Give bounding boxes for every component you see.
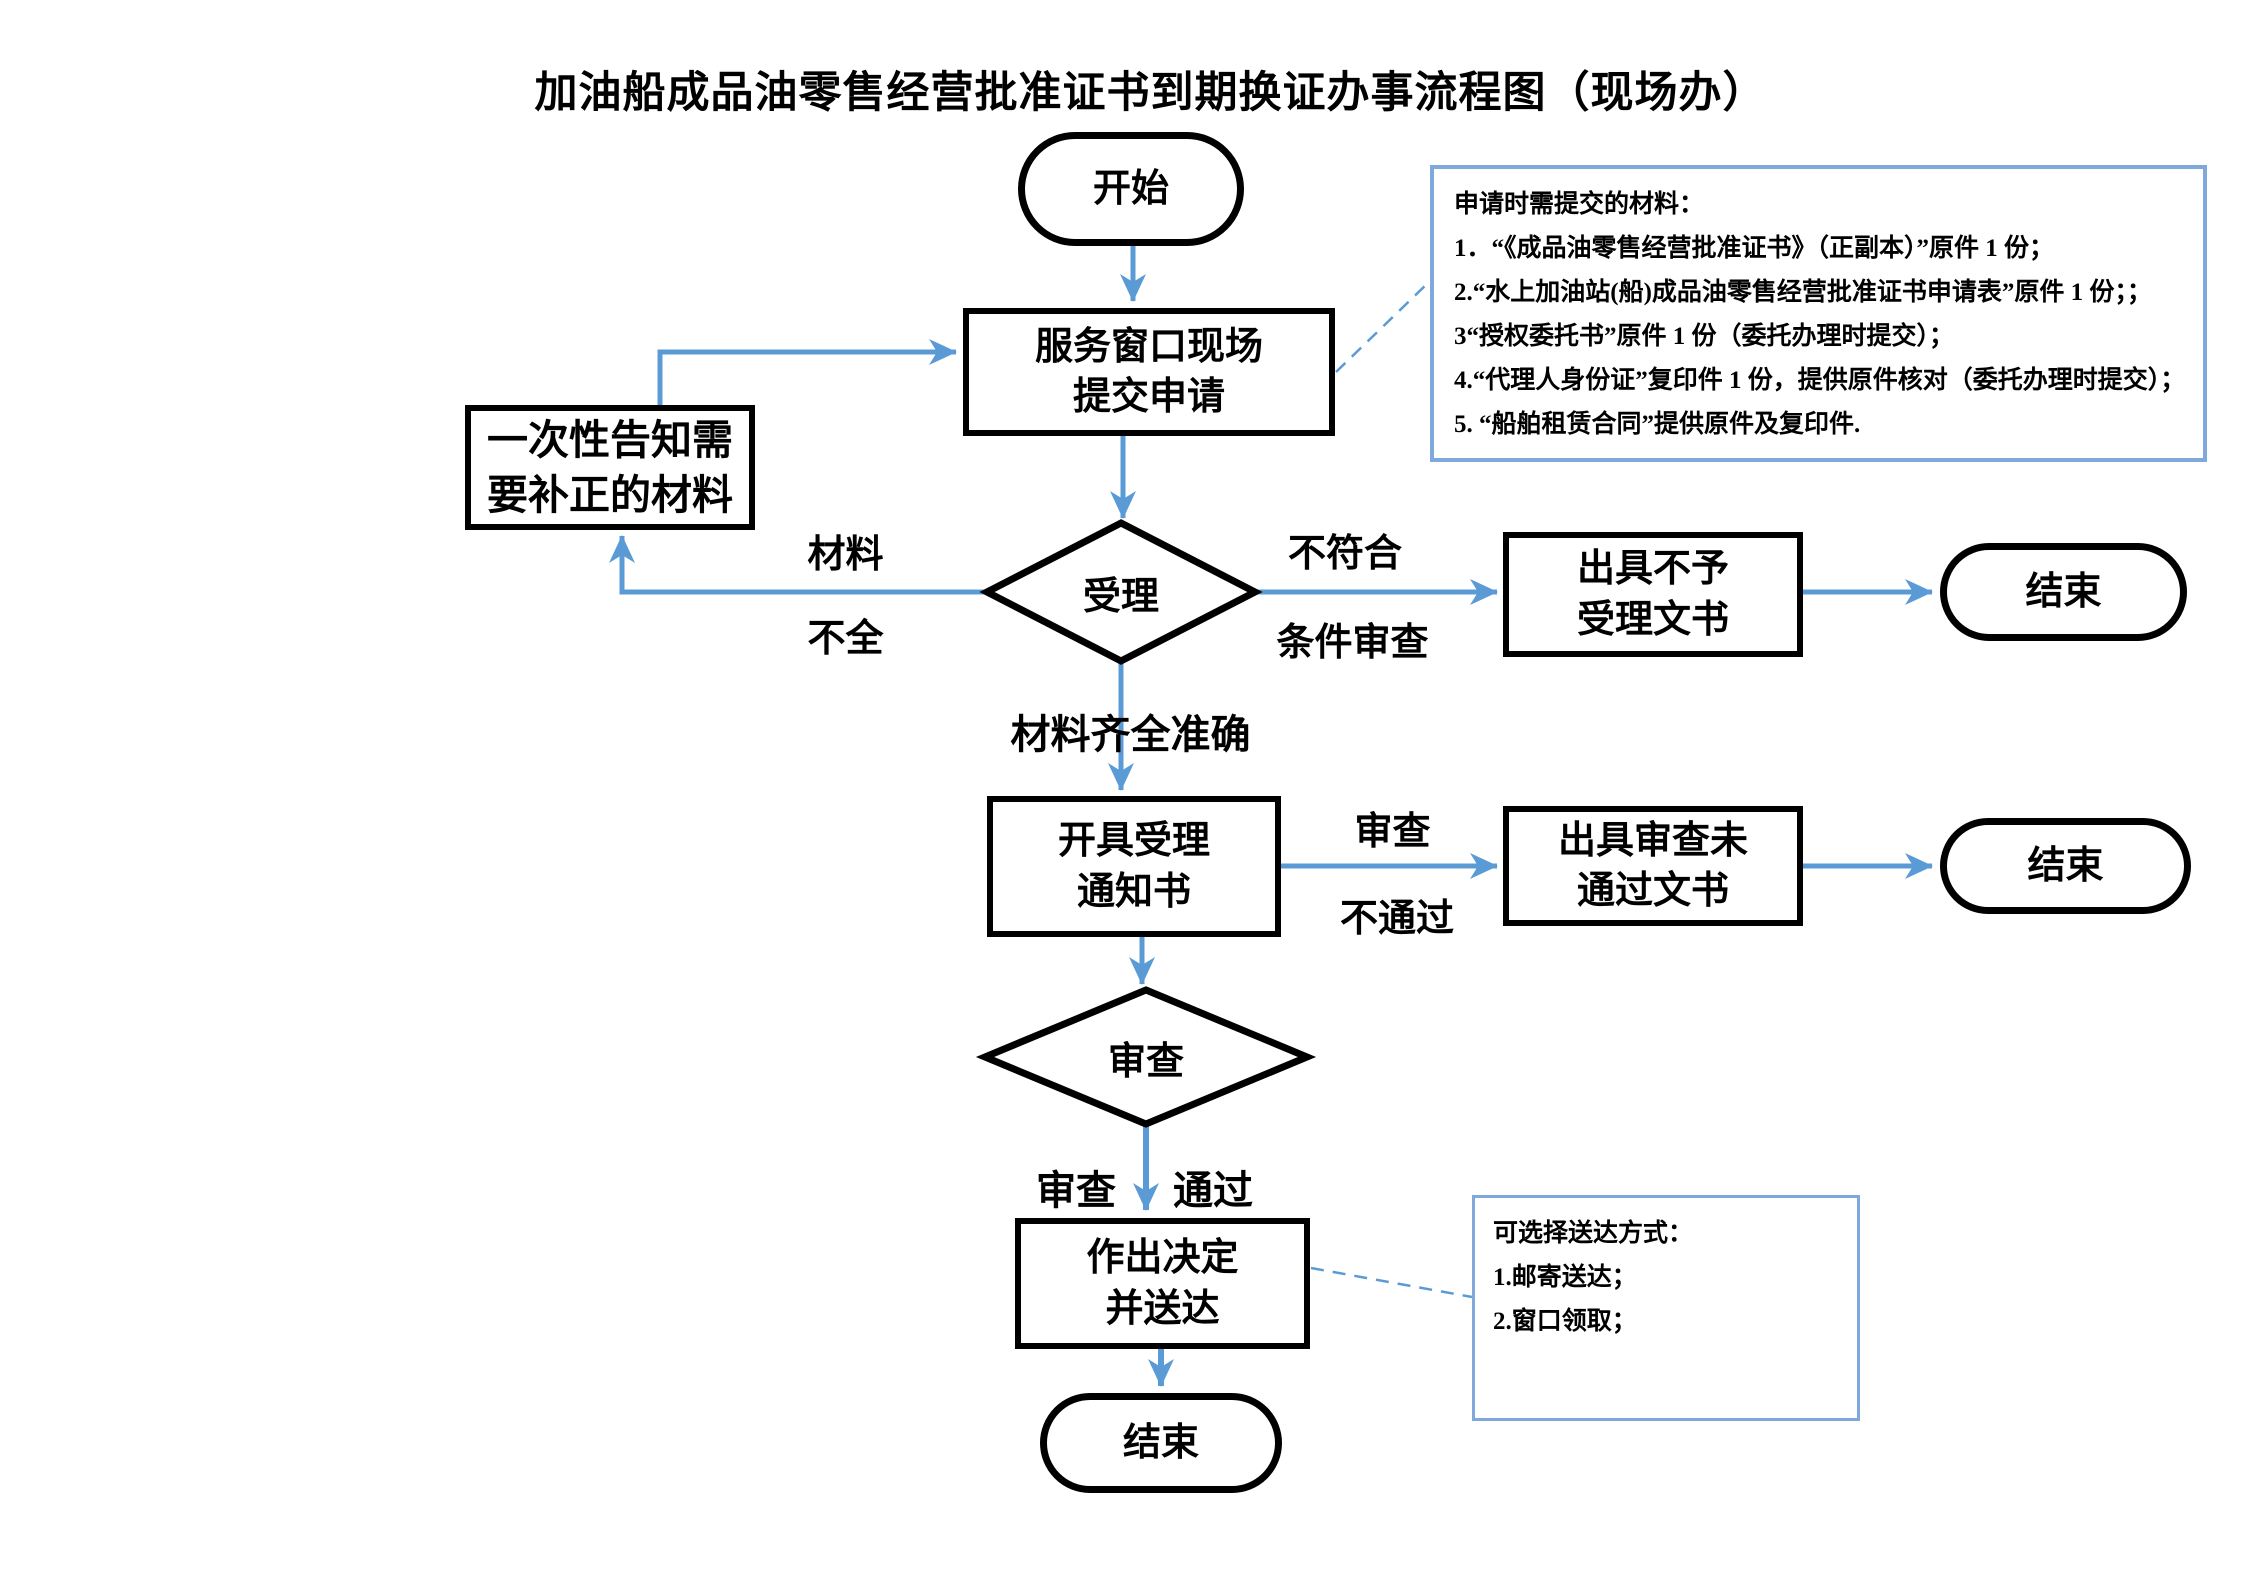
end-node-2: 结束	[1940, 818, 2191, 914]
make-decision-node: 作出决定 并送达	[1015, 1218, 1310, 1349]
edge-label-not-passed: 不通过	[1339, 898, 1454, 940]
materials-note-title: 申请时需提交的材料：	[1454, 191, 1705, 218]
delivery-note-item-1: 1.邮寄送达；	[1493, 1264, 1637, 1291]
end-node-3: 结束	[1040, 1393, 1282, 1493]
edge-submit-to-materials-note	[1335, 280, 1431, 373]
edge-label-condition-review: 条件审查	[1276, 622, 1429, 664]
submit-application-node: 服务窗口现场 提交申请	[963, 308, 1335, 436]
materials-note-item-5: 5. “船舶租赁合同”提供原件及复印件.	[1454, 411, 1861, 438]
notify-correction-node: 一次性告知需 要补正的材料	[465, 405, 755, 530]
materials-note-item-1: 1．“《成品油零售经营批准证书》（正副本）”原件 1 份；	[1454, 235, 2055, 262]
delivery-note-item-2: 2.窗口领取；	[1493, 1308, 1637, 1335]
edge-label-materials: 材料	[807, 534, 884, 576]
materials-note-item-4: 4.“代理人身份证”复印件 1 份，提供原件核对（委托办理时提交）；	[1454, 367, 2186, 394]
materials-note-box: 申请时需提交的材料： 1．“《成品油零售经营批准证书》（正副本）”原件 1 份；…	[1430, 165, 2207, 462]
delivery-note-box: 可选择送达方式： 1.邮寄送达； 2.窗口领取；	[1472, 1195, 1860, 1421]
edge-accept-to-notify	[609, 535, 987, 595]
materials-note-item-3: 3“授权委托书”原件 1 份（委托办理时提交）；	[1454, 323, 1955, 350]
edge-label-review-pass-right: 通过	[1173, 1168, 1253, 1213]
edge-label-incomplete: 不全	[807, 618, 884, 660]
accept-diamond-label: 受理	[1082, 575, 1159, 618]
review-diamond	[975, 986, 1317, 1128]
edge-notify-to-submit	[657, 339, 957, 406]
delivery-note-title: 可选择送达方式：	[1493, 1220, 1694, 1247]
edge-decision-to-delivery-note	[1310, 1266, 1473, 1299]
reject-document-node: 出具不予 受理文书	[1503, 532, 1803, 657]
acceptance-notice-node: 开具受理 通知书	[987, 796, 1281, 937]
page-title: 加油船成品油零售经营批准证书到期换证办事流程图（现场办）	[534, 70, 1767, 117]
materials-note-item-2: 2.“水上加油站(船)成品油零售经营批准证书申请表”原件 1 份；；	[1454, 279, 2152, 306]
edge-label-review: 审查	[1354, 811, 1431, 853]
review-fail-document-node: 出具审查未 通过文书	[1503, 806, 1803, 926]
edge-label-materials-complete: 材料齐全准确	[1010, 712, 1251, 757]
start-node: 开始	[1018, 132, 1244, 246]
accept-diamond	[979, 519, 1263, 665]
end-node-1: 结束	[1940, 543, 2187, 641]
review-diamond-label: 审查	[1107, 1040, 1184, 1083]
edge-label-nonconforming: 不符合	[1287, 533, 1402, 575]
edge-label-review-pass-left: 审查	[1036, 1168, 1116, 1213]
